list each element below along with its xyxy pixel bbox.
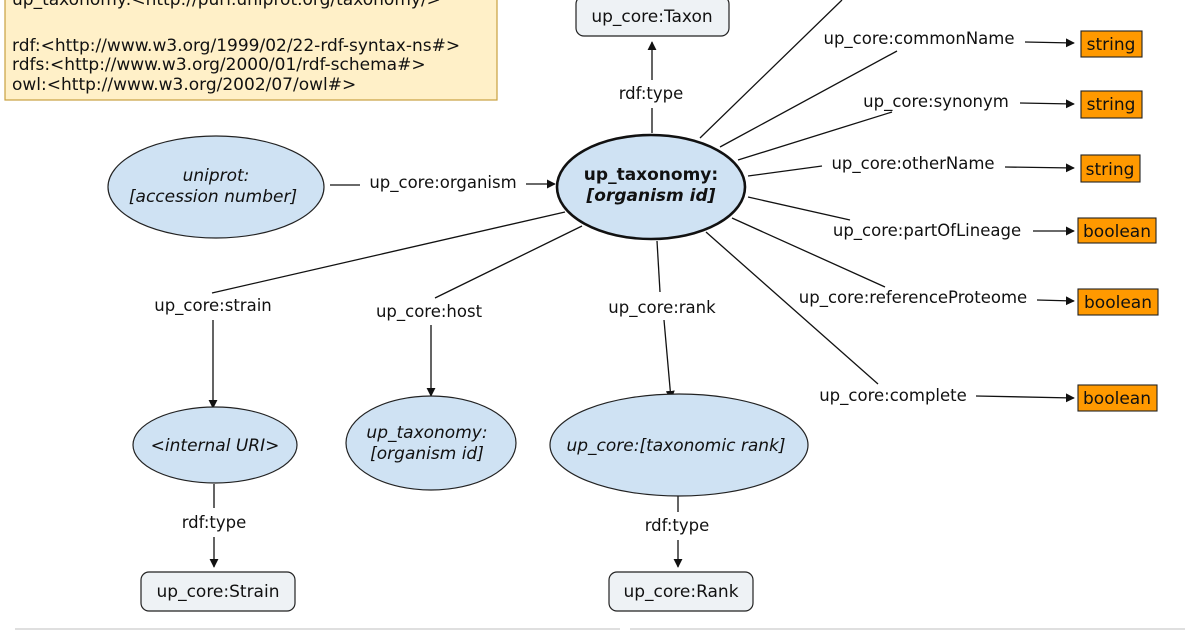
edge-labels: rdf:type up_core:organism up_core:strain…	[154, 29, 1027, 535]
prefix-line: owl:<http://www.w3.org/2002/07/owl#>	[12, 75, 356, 95]
taxon-class-label: up_core:Taxon	[591, 7, 712, 27]
node-rank-class[interactable]: up_core:Rank	[608, 571, 754, 612]
edge-label-rank: up_core:rank	[608, 298, 716, 318]
literal-label: boolean	[1084, 293, 1152, 313]
literal-label: boolean	[1083, 389, 1151, 409]
node-center-taxon[interactable]: up_taxonomy: [organism id]	[555, 133, 747, 241]
center-line1: up_taxonomy:	[584, 165, 718, 185]
literal-label: string	[1087, 95, 1136, 115]
literal-boolean-referenceproteome[interactable]: boolean	[1077, 288, 1159, 316]
edge-commonname-arrow	[1024, 38, 1075, 48]
literal-label: string	[1087, 35, 1136, 55]
host-taxon-line2: [organism id]	[370, 444, 484, 464]
prefix-box-frame	[4, 0, 498, 101]
property-label-commonname: up_core:commonName	[823, 29, 1014, 49]
edge-othername	[747, 165, 823, 177]
node-strain-class[interactable]: up_core:Strain	[140, 571, 296, 612]
edge-complete-arrow	[975, 393, 1075, 403]
property-label-othername: up_core:otherName	[831, 154, 994, 174]
edge-label-type-strain: rdf:type	[182, 513, 247, 532]
property-label-synonym: up_core:synonym	[863, 92, 1009, 112]
literal-string-synonym[interactable]: string	[1080, 90, 1143, 119]
edge-referenceproteome-arrow	[1036, 296, 1075, 306]
prefix-line: rdf:<http://www.w3.org/1999/02/22-rdf-sy…	[12, 36, 460, 56]
prefix-line: rdfs:<http://www.w3.org/2000/01/rdf-sche…	[12, 55, 426, 75]
edge-label-organism: up_core:organism	[369, 173, 516, 193]
rank-class-label: up_core:Rank	[623, 582, 738, 602]
taxonomic-rank-label: up_core:[taxonomic rank]	[566, 436, 785, 456]
strain-class-label: up_core:Strain	[157, 582, 280, 602]
node-taxonomic-rank[interactable]: up_core:[taxonomic rank]	[549, 393, 809, 497]
edge-complete	[705, 231, 879, 385]
edge-synonym	[737, 111, 893, 161]
edge-top-offscreen	[699, 0, 843, 139]
edges	[208, 0, 1075, 568]
property-label-referenceproteome: up_core:referenceProteome	[799, 288, 1027, 308]
node-accession[interactable]: uniprot: [accession number]	[107, 135, 325, 239]
property-label-partoflineage: up_core:partOfLineage	[833, 221, 1021, 241]
literal-label: string	[1086, 160, 1135, 180]
edge-label-strain: up_core:strain	[154, 296, 271, 316]
literal-string-commonname[interactable]: string	[1080, 30, 1143, 58]
prefix-box: up_taxonomy:<http://purl.uniprot.org/tax…	[4, 0, 498, 101]
node-host-taxon[interactable]: up_taxonomy: [organism id]	[345, 395, 517, 491]
edge-rank-lower	[663, 319, 675, 400]
edge-label-type-rank: rdf:type	[645, 516, 710, 535]
edge-label-type-taxon: rdf:type	[619, 84, 684, 103]
node-taxon-class[interactable]: up_core:Taxon	[575, 0, 730, 37]
edge-label-host: up_core:host	[376, 302, 483, 322]
accession-line2: [accession number]	[129, 187, 297, 207]
literal-boolean-partoflineage[interactable]: boolean	[1077, 217, 1157, 244]
center-line2: [organism id]	[586, 186, 716, 206]
accession-line1: uniprot:	[183, 166, 250, 186]
edge-synonym-arrow	[1019, 99, 1075, 109]
literal-label: boolean	[1083, 222, 1151, 242]
literal-string-othername[interactable]: string	[1080, 154, 1141, 183]
host-taxon-line1: up_taxonomy:	[366, 423, 487, 443]
edge-host-diag	[434, 225, 583, 299]
edge-commonname	[719, 50, 898, 148]
edge-rank-upper	[656, 240, 661, 293]
edge-referenceproteome	[731, 217, 886, 288]
prefix-line: up_taxonomy:<http://purl.uniprot.org/tax…	[12, 0, 441, 10]
internal-uri-label: <internal URI>	[151, 436, 280, 456]
literal-boolean-complete[interactable]: boolean	[1077, 384, 1158, 412]
node-internal-uri[interactable]: <internal URI>	[132, 406, 298, 484]
edge-othername-arrow	[1004, 163, 1075, 173]
edge-strain-diag	[211, 211, 566, 294]
edge-partoflineage	[747, 196, 851, 221]
property-label-complete: up_core:complete	[819, 386, 967, 406]
